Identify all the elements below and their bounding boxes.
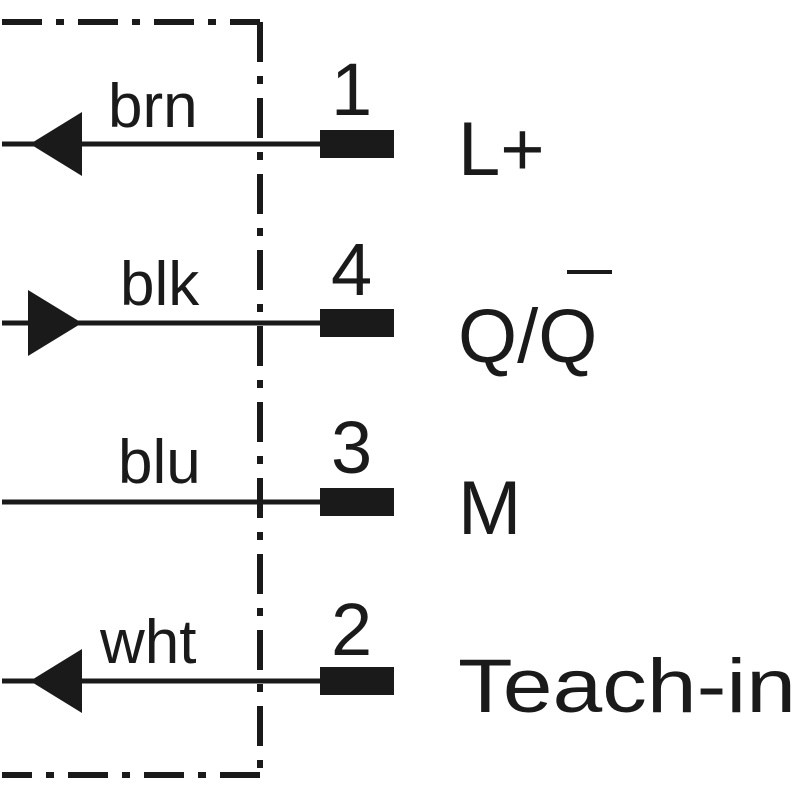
connection-row-1: brn 1 L+ (2, 48, 545, 192)
pin-number: 2 (331, 588, 372, 671)
pin-number: 3 (331, 406, 372, 489)
wire-color-label: brn (108, 72, 198, 141)
pin-number: 4 (331, 228, 372, 311)
signal-label: M (458, 466, 521, 551)
pin-terminal (320, 309, 394, 337)
arrow-left-icon (30, 112, 82, 176)
connection-row-3: blu 3 M (2, 406, 521, 551)
pin-number: 1 (331, 48, 372, 131)
pin-terminal (320, 130, 394, 158)
arrow-left-icon (30, 649, 82, 713)
arrow-right-icon (28, 290, 82, 356)
connection-row-2: blk 4 Q/Q (2, 228, 612, 379)
housing-boundary (2, 19, 263, 778)
wire-color-label: blk (120, 250, 200, 319)
signal-label: Teach-in (458, 644, 796, 729)
pin-terminal (320, 667, 394, 695)
signal-label: L+ (458, 107, 545, 192)
connection-row-4: wht 2 Teach-in (2, 588, 796, 729)
wire-color-label: wht (99, 608, 196, 677)
wire-color-label: blu (118, 428, 201, 497)
signal-label: Q/Q (458, 294, 597, 379)
pin-terminal (320, 488, 394, 516)
